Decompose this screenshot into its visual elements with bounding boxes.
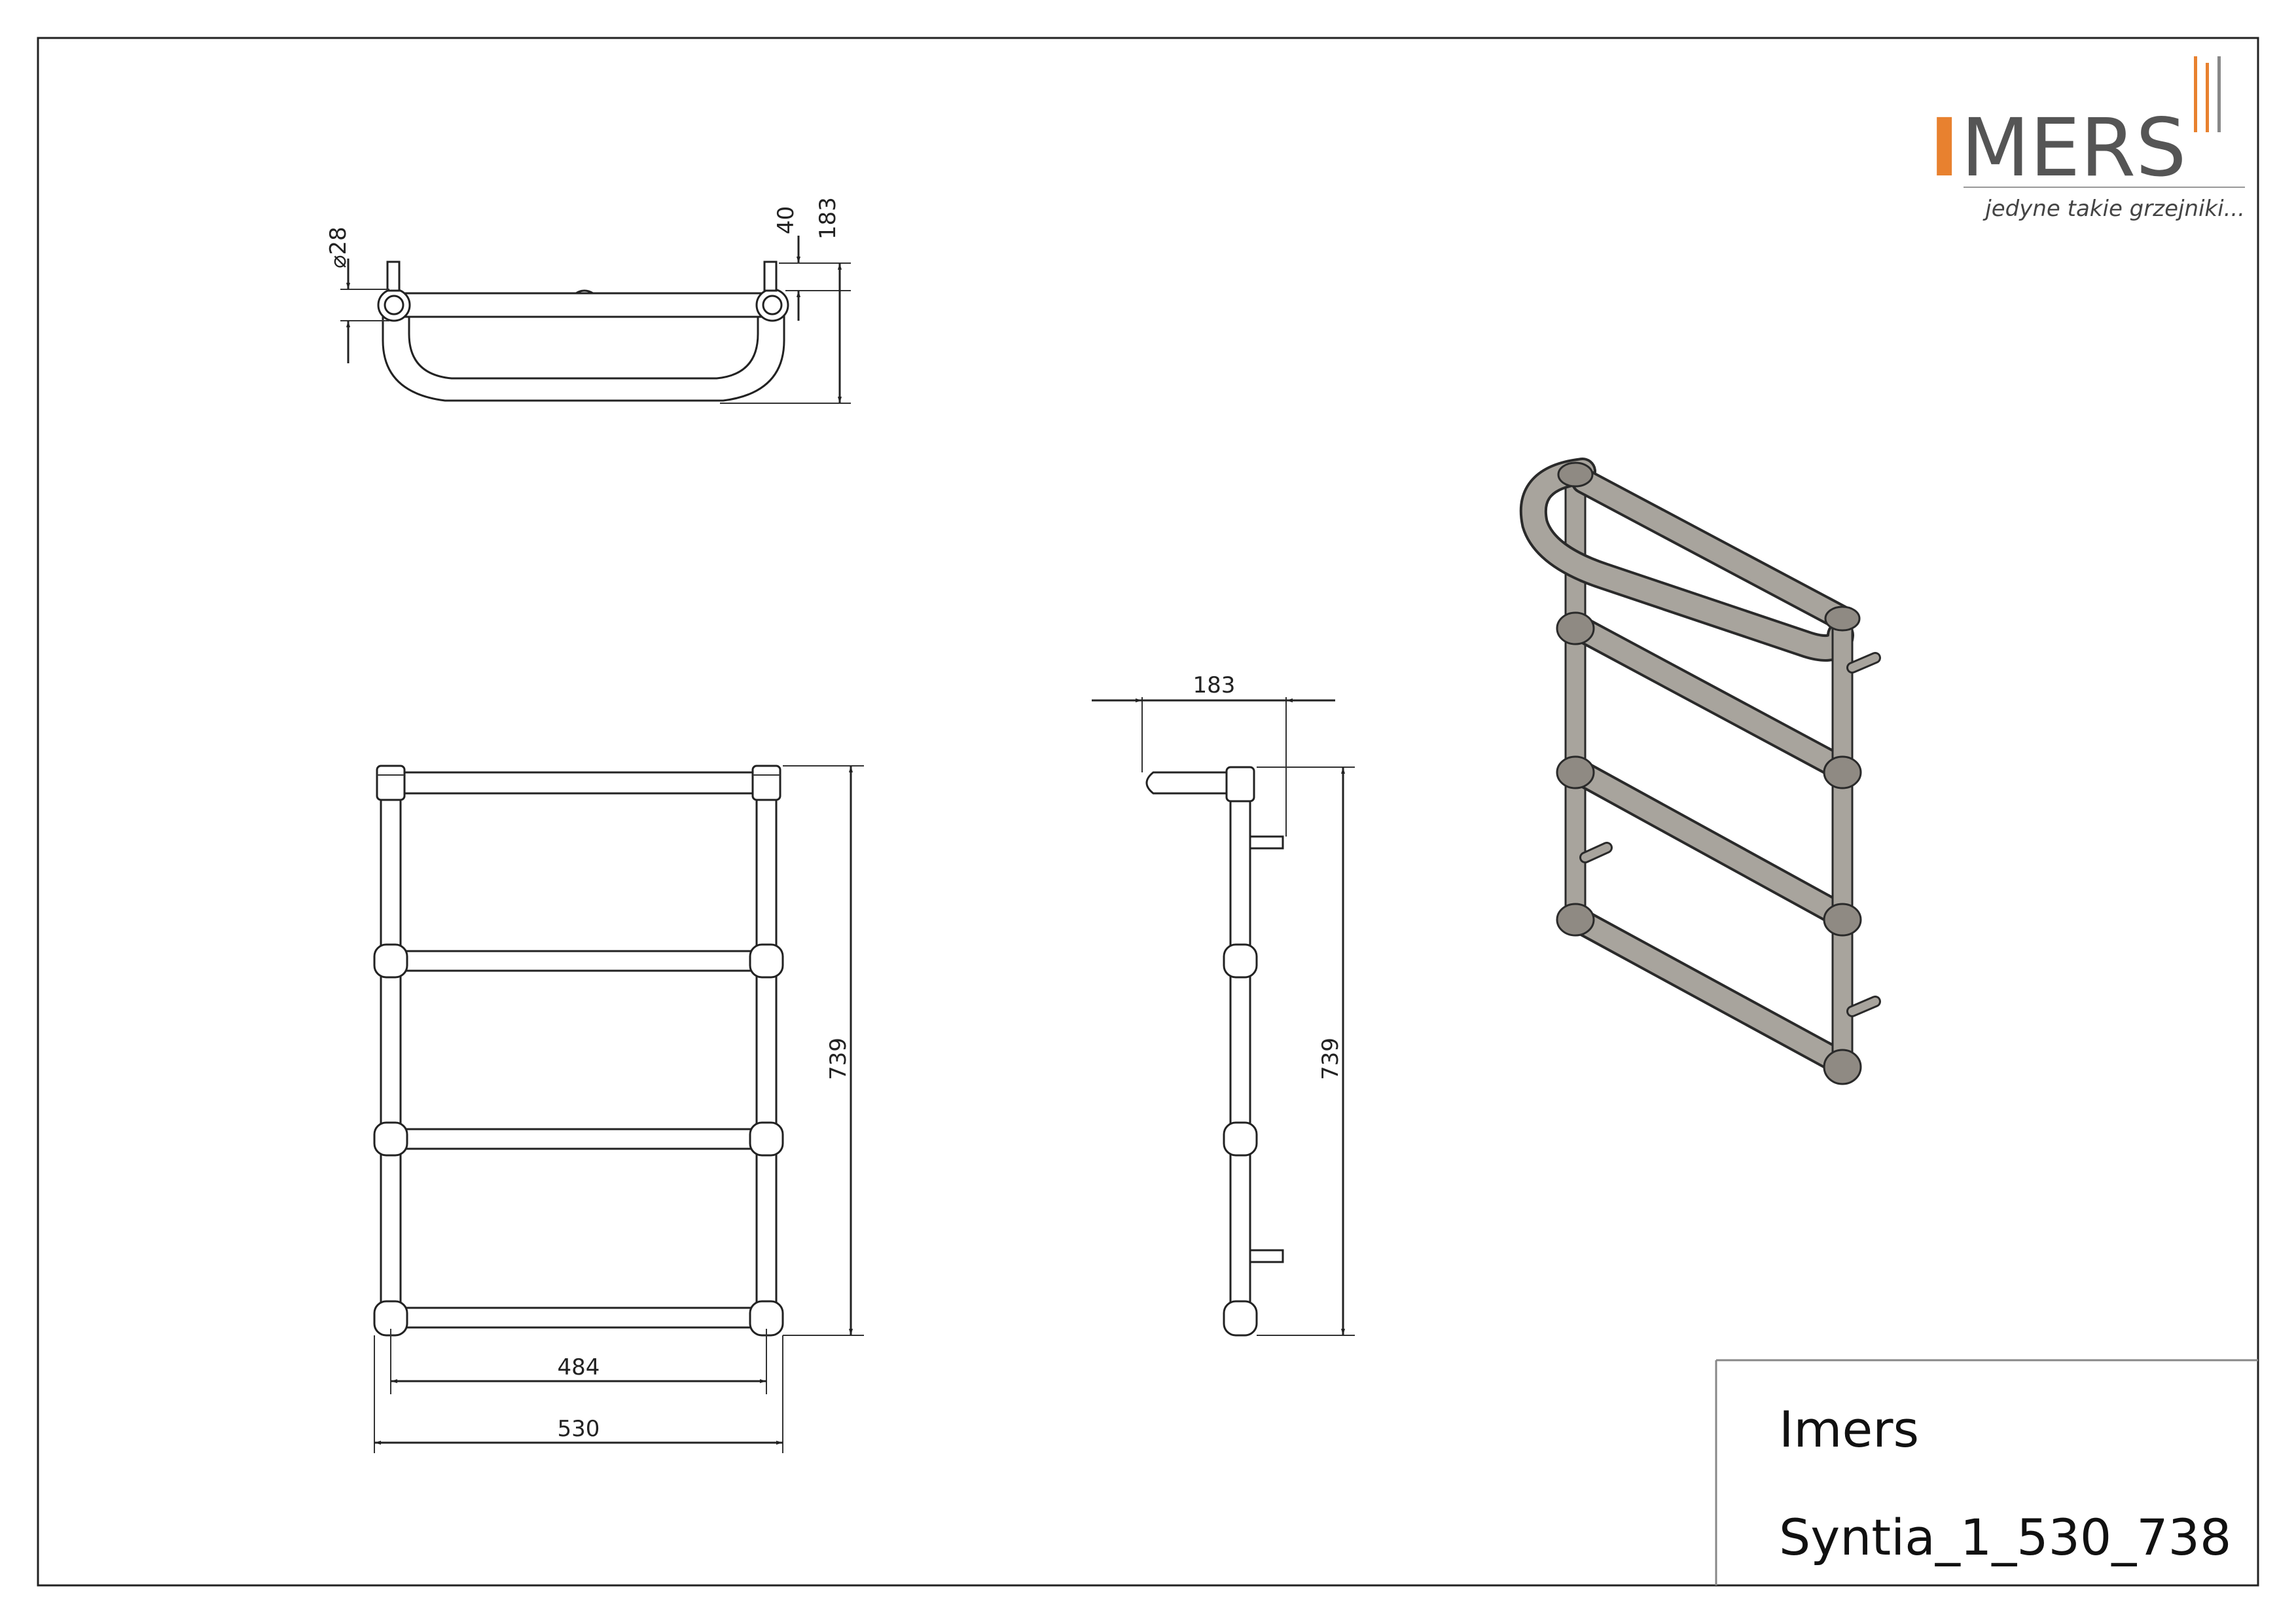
dim-depth-top: 183 [815, 197, 841, 240]
logo-bar-2 [2206, 63, 2209, 132]
logo-rest: MERS [1961, 101, 2187, 194]
dim-depth-side: 183 [1193, 672, 1236, 698]
iso-rails [1571, 468, 1856, 1077]
sheet-border [37, 37, 2259, 1587]
isometric-view [1519, 458, 1881, 1085]
logo-bar-3 [2217, 56, 2221, 132]
title-block: Imers Syntia_1_530_738 [1715, 1359, 2258, 1585]
dim-top-offset: 40 [773, 206, 799, 234]
top-view: ⌀28 40 183 [325, 197, 851, 404]
top-left-cap [377, 288, 411, 322]
front-view: 739 484 530 [373, 765, 864, 1453]
front-rail-2 [399, 950, 758, 972]
title-company: Imers [1779, 1400, 1919, 1458]
front-rail-3 [399, 1128, 758, 1150]
logo-initial: I [1929, 101, 1959, 194]
logo-bar-1 [2194, 56, 2197, 132]
side-view: 183 739 [1092, 672, 1355, 1337]
logo-tagline: jedyne takie grzejniki... [1982, 196, 2245, 222]
top-right-cap [755, 288, 789, 322]
dim-height-side: 739 [1318, 1038, 1344, 1080]
dim-outer-width: 530 [558, 1416, 600, 1442]
title-model: Syntia_1_530_738 [1779, 1508, 2231, 1566]
front-rail-1 [399, 771, 758, 795]
imers-logo: I MERS jedyne takie grzejniki... [1929, 56, 2245, 222]
front-rail-4 [399, 1307, 758, 1329]
dim-height-front: 739 [825, 1038, 852, 1080]
dim-inner-width: 484 [558, 1354, 600, 1380]
dim-pipe-diameter: ⌀28 [325, 226, 351, 268]
